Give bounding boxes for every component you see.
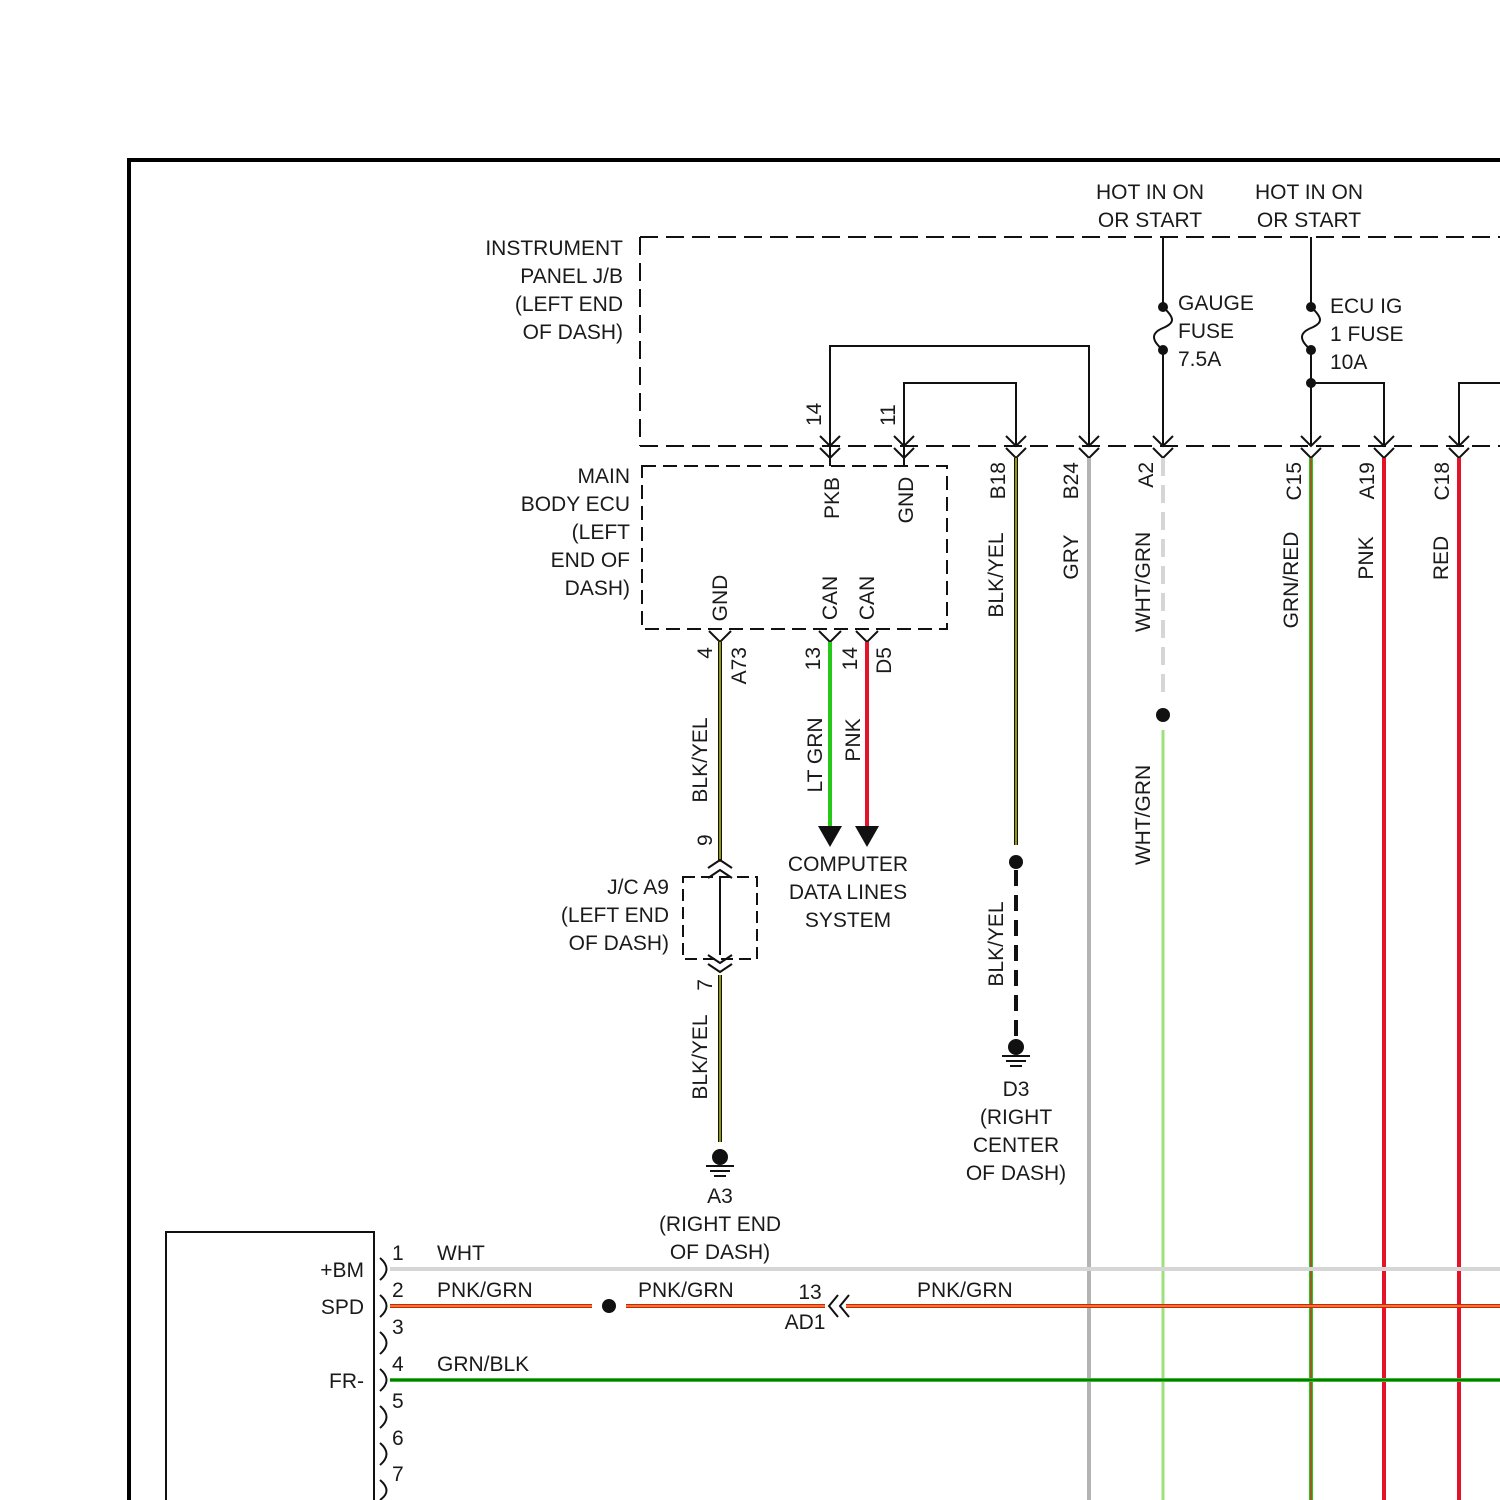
component-pin-7: 7 [392,1463,404,1486]
component-label-bm: +BM [320,1259,364,1282]
jb-pin-b24: B24 [1060,462,1083,500]
splice-dot-blkyel [1009,855,1023,869]
component-pin-5: 5 [392,1390,404,1413]
jb-pin-c15: C15 [1283,462,1306,501]
can-arrow-ltgrn [818,826,842,847]
wire-label-grnblk: GRN/BLK [437,1353,529,1376]
ecu-pin-can-1: CAN [819,576,842,620]
wire-label-ltgrn: LT GRN [804,717,827,792]
ecu-connector-chevrons [709,631,878,642]
ad1-name: AD1 [785,1311,826,1334]
jc-pin-9: 9 [694,834,717,846]
wire-label-blkyel-a73: BLK/YEL [689,717,712,802]
component-pin-1: 1 [392,1242,404,1265]
ground-a3-symbol [706,1150,734,1176]
ecu-conn-a73: A73 [728,647,751,684]
ground-d3-symbol [1002,1040,1030,1066]
jb-pin-11: 11 [877,404,900,426]
wire-label-gry: GRY [1060,534,1083,579]
splice-dot-pnkgrn [602,1299,616,1313]
component-pin-4: 4 [392,1353,404,1376]
ecu-pin-can-2: CAN [856,576,879,620]
ad1-pin-13: 13 [798,1281,821,1304]
jb-pin-a2: A2 [1135,462,1158,488]
jb-pin-c18: C18 [1431,462,1454,501]
wire-label-pnkgrn-2: PNK/GRN [638,1279,734,1302]
wire-label-grnred: GRN/RED [1280,532,1303,629]
ecu-pin-gnd-bottom: GND [709,575,732,622]
ecu-pin-gnd-top: GND [895,477,918,524]
jb-pin-a19: A19 [1356,462,1379,499]
jc-pin-7: 7 [694,979,717,991]
component-pin-3: 3 [392,1316,404,1339]
wire-label-blkyel-d3: BLK/YEL [985,901,1008,986]
jc-a9-symbol [683,860,757,972]
component-label-spd: SPD [321,1296,364,1319]
component-pin-chevrons [380,1258,387,1500]
splice-dot-whtgrn [1156,708,1170,722]
wire-label-whtgrn-top: WHT/GRN [1132,532,1155,632]
wire-label-blkyel-b18: BLK/YEL [985,532,1008,617]
ecu-pin-pkb: PKB [821,477,844,519]
ecu-pin-4: 4 [694,647,717,659]
ecu-conn-d5: D5 [873,647,896,674]
jb-pin-14: 14 [803,402,826,426]
wire-label-pnk-can: PNK [842,718,865,761]
wire-label-red: RED [1430,536,1453,580]
component-pin-2: 2 [392,1279,404,1302]
ecu-pin-14: 14 [839,647,862,671]
wire-label-wht: WHT [437,1242,485,1265]
jb-pin-b18: B18 [987,462,1010,499]
wire-label-whtgrn-bottom: WHT/GRN [1132,765,1155,865]
component-label-fr: FR- [329,1370,364,1393]
wire-label-pnk-a19: PNK [1355,536,1378,579]
wire-label-blkyel-a3: BLK/YEL [689,1014,712,1099]
wire-label-pnkgrn-3: PNK/GRN [917,1279,1013,1302]
component-pin-6: 6 [392,1427,404,1450]
can-arrow-pnk [855,826,879,847]
gauge-fuse-symbol [1154,302,1172,355]
wire-label-pnkgrn-1: PNK/GRN [437,1279,533,1302]
ecu-pin-13: 13 [802,647,825,670]
